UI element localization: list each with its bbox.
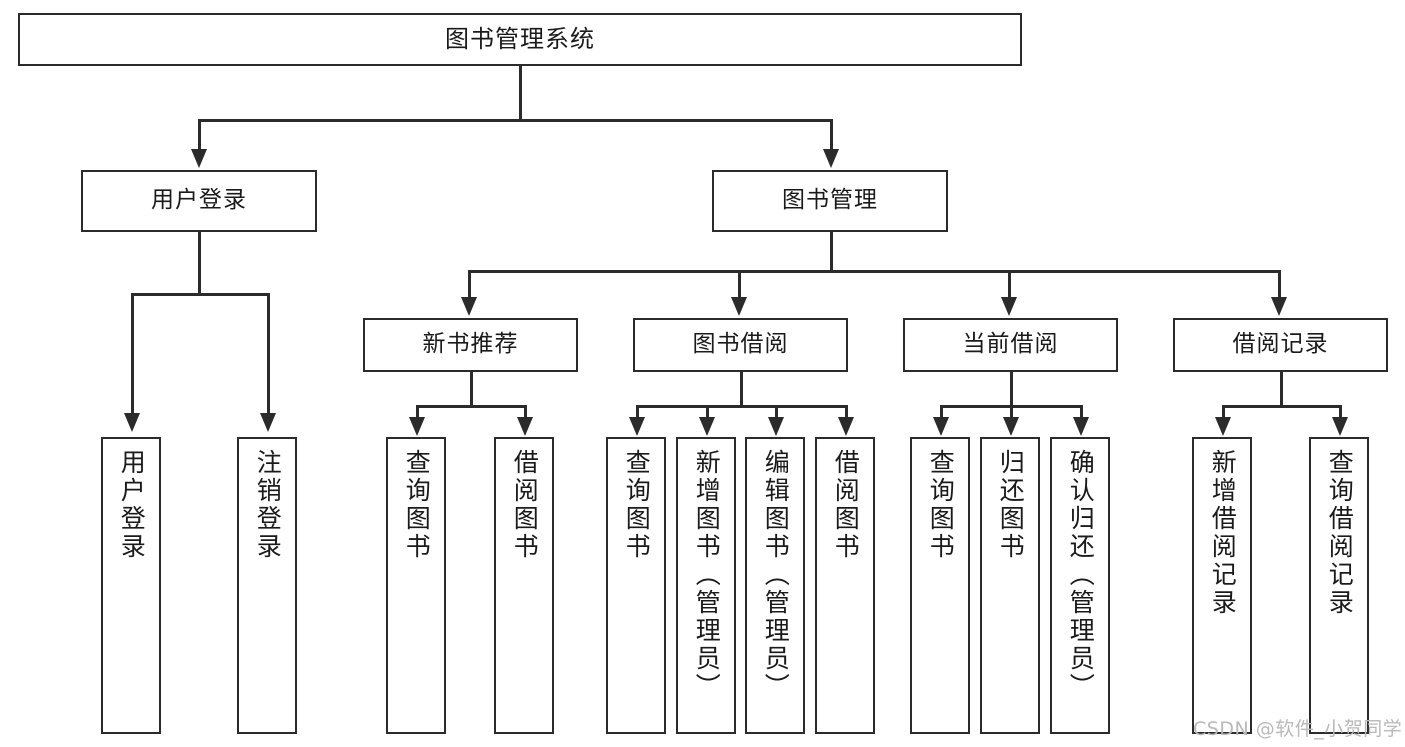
arrowhead-book-management [823, 149, 839, 168]
connector-nbr-drop-2 [524, 405, 527, 419]
leaf-label: 借阅图书 [831, 449, 861, 561]
connector-br-drop-2 [1339, 405, 1342, 419]
arrowhead-current-borrow [1001, 297, 1017, 316]
connector-book-management-bus [468, 270, 1278, 273]
arrowhead-borrow-record [1271, 297, 1287, 316]
arrowhead-cb-confirm-return [1073, 417, 1089, 436]
connector-bb-stem [740, 372, 743, 407]
leaf-label: 新增图书（管理员） [692, 449, 722, 701]
connector-user-login-stem [198, 232, 201, 295]
connector-br-stem [1280, 372, 1283, 407]
arrowhead-br-add-record [1215, 417, 1231, 436]
leaf-logout[interactable]: 注销登录 [237, 437, 297, 734]
arrowhead-book-borrow [731, 297, 747, 316]
leaf-bb-query-book[interactable]: 查询图书 [606, 437, 666, 734]
connector-user-login-drop-2 [267, 293, 270, 415]
node-book-management[interactable]: 图书管理 [712, 170, 948, 232]
connector-bb-drop-4 [845, 405, 848, 419]
leaf-bb-borrow-book[interactable]: 借阅图书 [815, 437, 875, 734]
connector-bb-drop-3 [775, 405, 778, 419]
leaf-label: 注销登录 [253, 449, 283, 561]
node-label: 新书推荐 [422, 331, 519, 358]
arrowhead-leaf-logout [260, 413, 276, 432]
leaf-label: 查询图书 [402, 449, 432, 561]
leaf-label: 新增借阅记录 [1208, 449, 1238, 617]
connector-cb-drop-2 [1010, 405, 1013, 419]
leaf-label: 归还图书 [996, 449, 1026, 561]
node-label: 用户登录 [151, 187, 247, 214]
leaf-nbr-borrow-book[interactable]: 借阅图书 [494, 437, 554, 734]
connector-root-to-user-login [198, 119, 201, 151]
arrowhead-new-book-recommend [461, 297, 477, 316]
leaf-label: 借阅图书 [510, 449, 540, 561]
arrowhead-nbr-borrow-book [517, 417, 533, 436]
node-book-borrow[interactable]: 图书借阅 [633, 318, 848, 372]
connector-nbr-stem [470, 372, 473, 407]
node-current-borrow[interactable]: 当前借阅 [903, 318, 1118, 372]
arrowhead-bb-borrow-book [838, 417, 854, 436]
leaf-nbr-query-book[interactable]: 查询图书 [386, 437, 446, 734]
node-label: 图书借阅 [692, 331, 789, 358]
connector-book-management-stem [830, 232, 833, 272]
arrowhead-br-query-record [1332, 417, 1348, 436]
leaf-bb-add-book[interactable]: 新增图书（管理员） [676, 437, 736, 734]
arrowhead-nbr-query-book [409, 417, 425, 436]
node-label: 借阅记录 [1232, 331, 1329, 358]
leaf-br-add-record[interactable]: 新增借阅记录 [1192, 437, 1252, 734]
node-user-login[interactable]: 用户登录 [81, 170, 317, 232]
node-borrow-record[interactable]: 借阅记录 [1173, 318, 1388, 372]
leaf-cb-return-book[interactable]: 归还图书 [980, 437, 1040, 734]
leaf-label: 查询图书 [622, 449, 652, 561]
leaf-user-login[interactable]: 用户登录 [101, 437, 161, 734]
leaf-label: 用户登录 [117, 449, 147, 561]
arrowhead-cb-return-book [1003, 417, 1019, 436]
connector-bb-drop-1 [636, 405, 639, 419]
connector-cb-drop-1 [940, 405, 943, 419]
node-label: 图书管理 [782, 187, 878, 214]
connector-bm-drop-borrow-record [1278, 270, 1281, 299]
connector-br-bus [1222, 405, 1339, 408]
connector-bb-drop-2 [706, 405, 709, 419]
leaf-cb-confirm-return[interactable]: 确认归还（管理员） [1050, 437, 1110, 734]
arrowhead-leaf-user-login [124, 413, 140, 432]
connector-user-login-bus [131, 293, 267, 296]
arrowhead-bb-edit-book [768, 417, 784, 436]
connector-bm-drop-book-borrow [738, 270, 741, 299]
connector-br-drop-1 [1222, 405, 1225, 419]
node-new-book-recommend[interactable]: 新书推荐 [363, 318, 578, 372]
arrowhead-user-login [191, 149, 207, 168]
connector-root-stem [519, 66, 522, 120]
connector-bb-bus [636, 405, 845, 408]
leaf-bb-edit-book[interactable]: 编辑图书（管理员） [745, 437, 805, 734]
arrowhead-bb-query-book [629, 417, 645, 436]
node-label: 当前借阅 [962, 331, 1059, 358]
connector-bm-drop-current-borrow [1008, 270, 1011, 299]
connector-nbr-drop-1 [416, 405, 419, 419]
node-root-book-management-system[interactable]: 图书管理系统 [18, 13, 1022, 66]
leaf-br-query-record[interactable]: 查询借阅记录 [1309, 437, 1369, 734]
connector-nbr-bus [416, 405, 524, 408]
arrowhead-cb-query-book [933, 417, 949, 436]
leaf-cb-query-book[interactable]: 查询图书 [910, 437, 970, 734]
connector-cb-drop-3 [1080, 405, 1083, 419]
leaf-label: 查询图书 [926, 449, 956, 561]
watermark-text: CSDN @软件_小贺同学 [1193, 718, 1403, 740]
leaf-label: 确认归还（管理员） [1066, 449, 1096, 701]
connector-root-bus [198, 119, 832, 122]
csdn-watermark: CSDN @软件_小贺同学 [1193, 714, 1402, 741]
node-label: 图书管理系统 [445, 25, 595, 54]
connector-cb-stem [1010, 372, 1013, 407]
connector-root-to-book-management [830, 119, 833, 151]
leaf-label: 编辑图书（管理员） [761, 449, 791, 701]
leaf-label: 查询借阅记录 [1325, 449, 1355, 617]
connector-user-login-drop-1 [131, 293, 134, 415]
arrowhead-bb-add-book [699, 417, 715, 436]
connector-bm-drop-new-book [468, 270, 471, 299]
